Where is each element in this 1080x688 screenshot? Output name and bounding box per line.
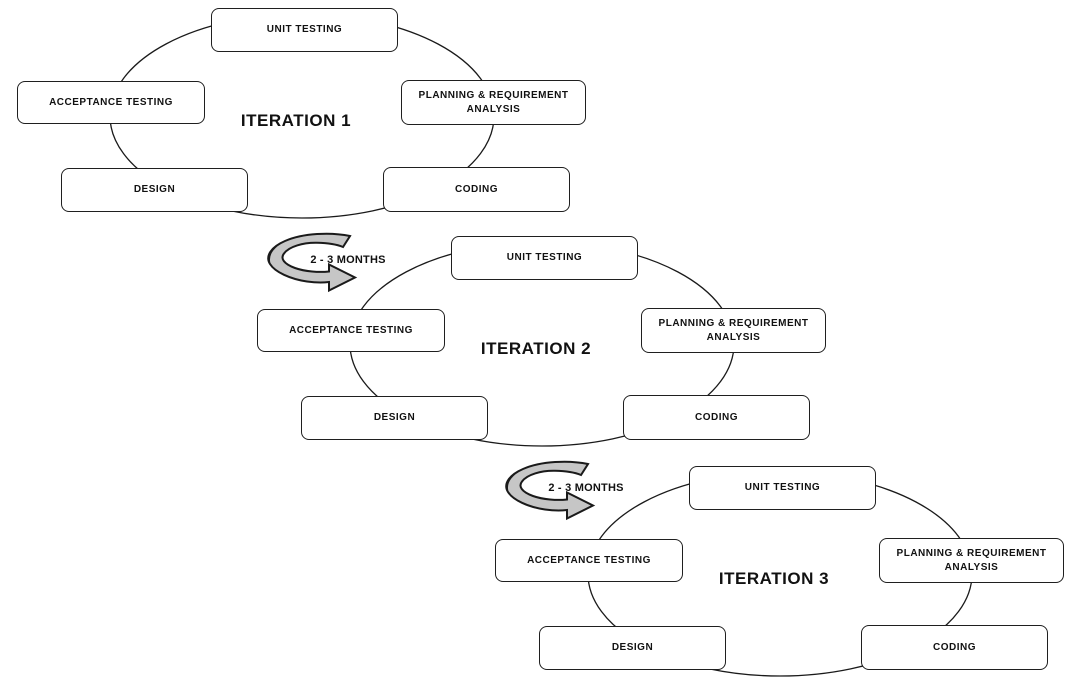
stage-box-design-1: DESIGN	[61, 168, 248, 212]
stage-box-planning-2: PLANNING & REQUIREMENT ANALYSIS	[641, 308, 826, 353]
stage-box-coding-1: CODING	[383, 167, 570, 212]
stage-box-design-2: DESIGN	[301, 396, 488, 440]
stage-box-acceptance-testing-1: ACCEPTANCE TESTING	[17, 81, 205, 124]
arrow-duration-label-2: 2 - 3 MONTHS	[548, 482, 624, 494]
loop-arrow-icon-2	[505, 460, 596, 521]
stage-box-coding-3: CODING	[861, 625, 1048, 670]
stage-box-planning-1: PLANNING & REQUIREMENT ANALYSIS	[401, 80, 586, 125]
stage-box-unit-testing-1: UNIT TESTING	[211, 8, 398, 52]
loop-arrow-fold-line	[268, 240, 286, 263]
iteration-label-2: ITERATION 2	[480, 339, 592, 358]
stage-box-acceptance-testing-2: ACCEPTANCE TESTING	[257, 309, 445, 352]
loop-arrow-fold-line	[506, 468, 524, 491]
iteration-label-1: ITERATION 1	[240, 111, 352, 130]
stage-box-unit-testing-2: UNIT TESTING	[451, 236, 638, 280]
loop-arrow-icon-1	[267, 232, 358, 293]
stage-box-planning-3: PLANNING & REQUIREMENT ANALYSIS	[879, 538, 1064, 583]
stage-box-acceptance-testing-3: ACCEPTANCE TESTING	[495, 539, 683, 582]
iteration-label-3: ITERATION 3	[718, 569, 830, 588]
stage-box-unit-testing-3: UNIT TESTING	[689, 466, 876, 510]
stage-box-coding-2: CODING	[623, 395, 810, 440]
stage-box-design-3: DESIGN	[539, 626, 726, 670]
arrow-duration-label-1: 2 - 3 MONTHS	[310, 254, 386, 266]
